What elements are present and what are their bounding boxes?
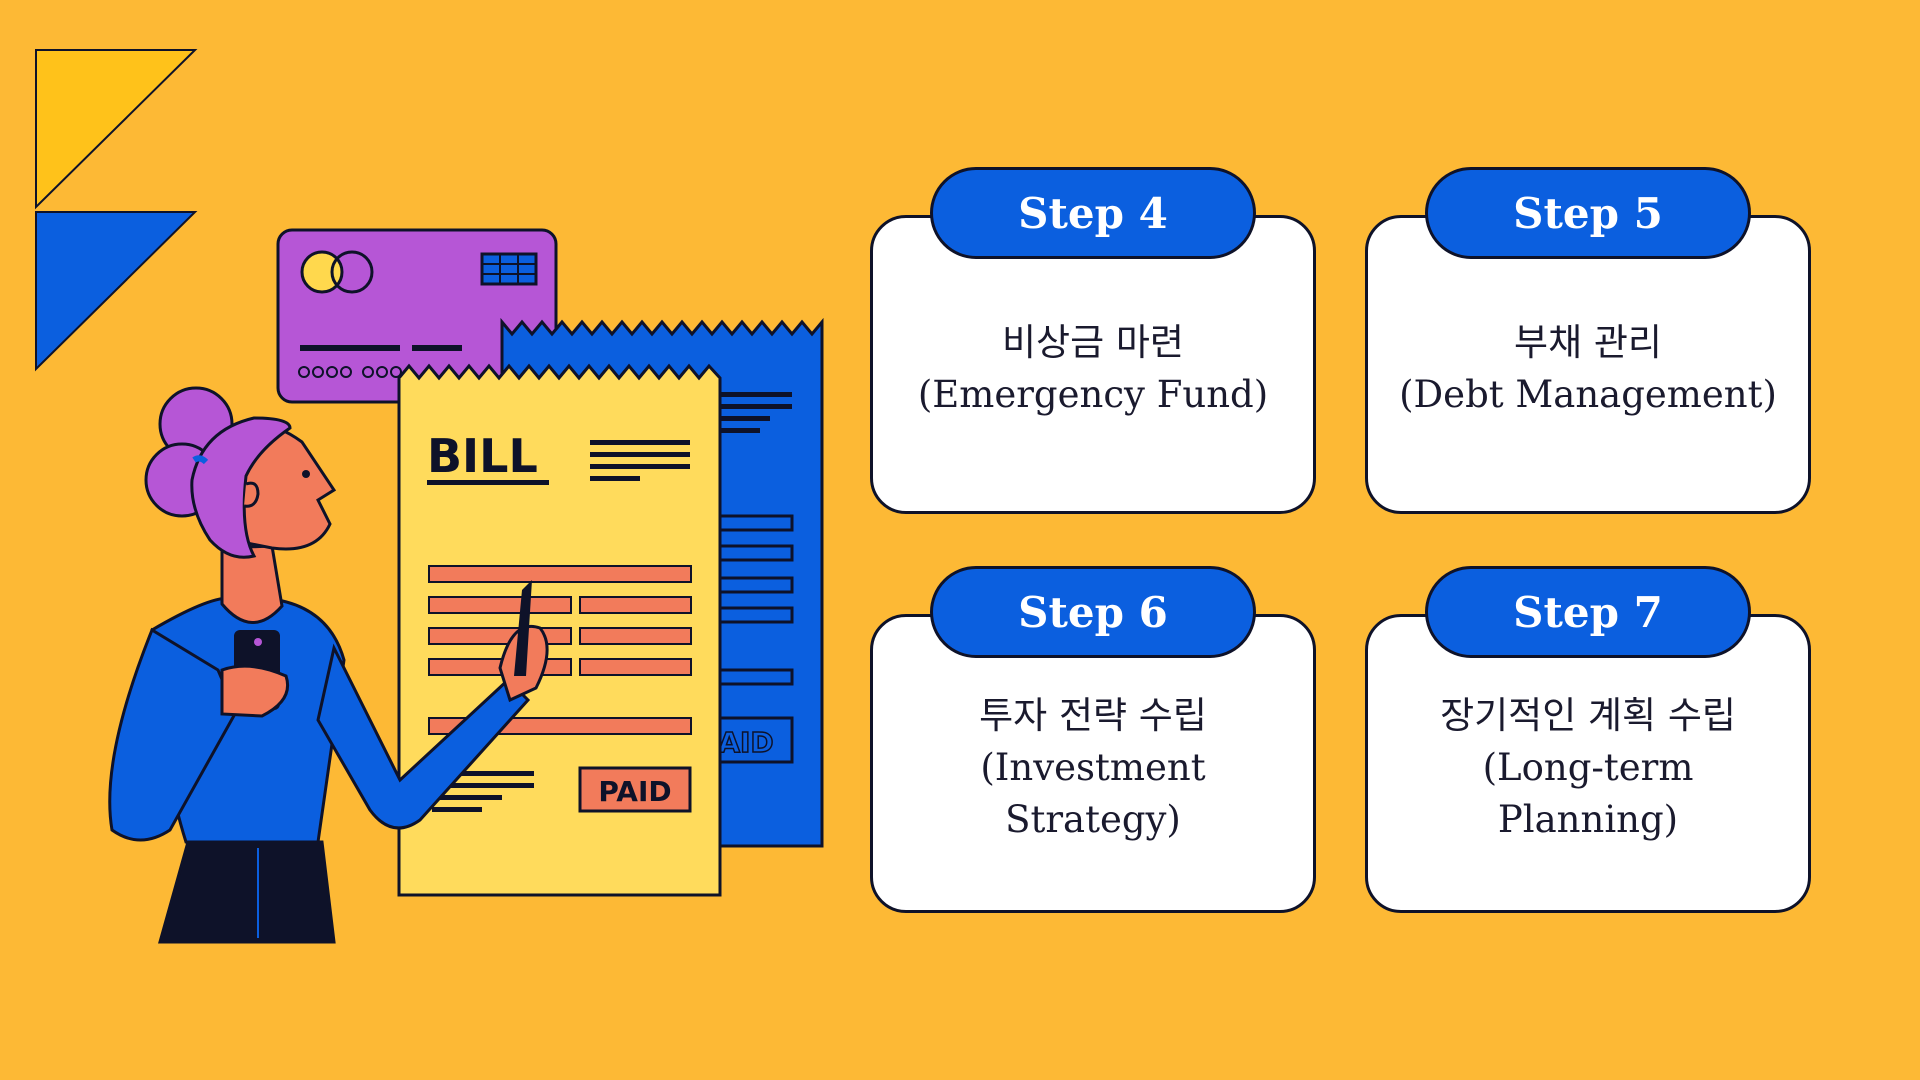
step-english-label-line2: Planning) (1497, 797, 1679, 841)
step-card-body: 장기적인 계획 수립 (Long-term Planning) (1365, 614, 1811, 913)
step-english-label: (Debt Management) (1399, 372, 1777, 416)
step-card-5: 부채 관리 (Debt Management) Step 5 (1365, 167, 1811, 514)
paid-stamp: PAID (598, 775, 671, 808)
step-tab: Step 7 (1425, 566, 1751, 658)
step-card-7: 장기적인 계획 수립 (Long-term Planning) Step 7 (1365, 566, 1811, 913)
decorative-triangles (35, 49, 198, 372)
step-card-body: 비상금 마련 (Emergency Fund) (870, 215, 1316, 514)
step-card-body: 투자 전략 수립 (Investment Strategy) (870, 614, 1316, 913)
step-tab: Step 4 (930, 167, 1256, 259)
step-description: 장기적인 계획 수립 (Long-term Planning) (1420, 690, 1756, 846)
yellow-triangle (35, 49, 198, 210)
credit-card-icon (276, 228, 558, 404)
step-english-label: (Long-term (1482, 745, 1694, 789)
step-korean-label: 부채 관리 (1514, 320, 1662, 364)
step-description: 비상금 마련 (Emergency Fund) (898, 317, 1288, 421)
step-korean-label: 투자 전략 수립 (979, 693, 1207, 737)
step-english-label: (Emergency Fund) (917, 372, 1269, 416)
step-korean-label: 장기적인 계획 수립 (1440, 693, 1736, 737)
step-english-label-line2: Strategy) (1005, 797, 1181, 841)
step-card-6: 투자 전략 수립 (Investment Strategy) Step 6 (870, 566, 1316, 913)
step-tab: Step 5 (1425, 167, 1751, 259)
blue-triangle (35, 211, 198, 372)
step-korean-label: 비상금 마련 (1002, 320, 1184, 364)
bill-illustration: AID BILL PAID (108, 228, 824, 944)
step-card-body: 부채 관리 (Debt Management) (1365, 215, 1811, 514)
bill-title: BILL (427, 429, 538, 483)
bill-document: BILL PAID (397, 363, 722, 897)
paid-stamp-back: AID (718, 726, 773, 759)
step-card-4: 비상금 마련 (Emergency Fund) Step 4 (870, 167, 1316, 514)
step-tab: Step 6 (930, 566, 1256, 658)
step-description: 투자 전략 수립 (Investment Strategy) (959, 690, 1227, 846)
step-english-label: (Investment (980, 745, 1206, 789)
woman-figure (108, 386, 549, 944)
step-description: 부채 관리 (Debt Management) (1379, 317, 1797, 421)
